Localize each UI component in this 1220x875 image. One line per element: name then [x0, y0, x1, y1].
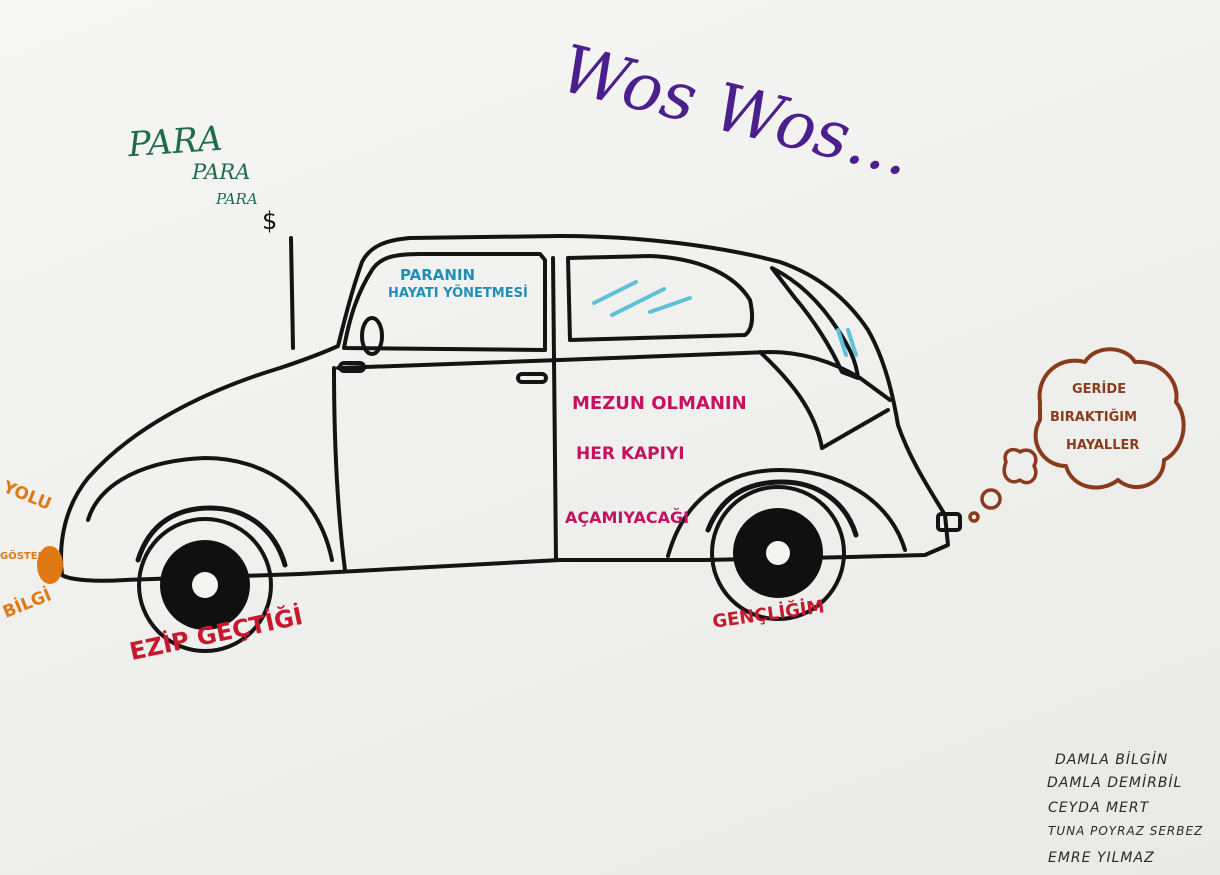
- car-antenna: [289, 236, 295, 350]
- front-window-outline: [342, 252, 547, 352]
- car-body-outline: [59, 234, 950, 583]
- cloud-line-1: GERİDE: [1072, 382, 1127, 397]
- dollar-icon: $: [262, 207, 278, 235]
- door-text-2: HER KAPIYI: [576, 444, 685, 464]
- author-name: CEYDA MERT: [1048, 800, 1150, 816]
- glass-stripes: [592, 280, 858, 357]
- money-line-1: PARA: [126, 118, 224, 166]
- money-line-3: PARA: [216, 190, 258, 208]
- front-door-line: [332, 366, 347, 572]
- rear-door-line: [758, 350, 824, 450]
- front-word-2: GÖSTEREN: [0, 551, 61, 562]
- belt-line: [336, 350, 892, 402]
- author-name: DAMLA DEMİRBİL: [1047, 775, 1183, 791]
- author-name: EMRE YILMAZ: [1048, 850, 1155, 866]
- rear-bumper: [936, 512, 962, 532]
- rear-trim-line: [820, 408, 890, 450]
- rear-fender: [666, 468, 907, 558]
- poster-title: Wos Wos...: [553, 30, 919, 230]
- door-text-1: MEZUN OLMANIN: [572, 393, 747, 414]
- title-text: Wos Wos...: [553, 30, 920, 192]
- author-name: DAMLA BİLGİN: [1055, 752, 1169, 768]
- window-text-2: HAYATI YÖNETMESİ: [388, 286, 528, 301]
- cloud-line-3: HAYALLER: [1066, 438, 1140, 453]
- front-wheel: [135, 505, 288, 653]
- b-pillar-line: [551, 256, 558, 562]
- steering-wheel: [360, 316, 384, 356]
- author-name: TUNA POYRAZ SERBEZ: [1048, 824, 1204, 838]
- door-text-3: AÇAMIYACAĞI: [565, 508, 690, 527]
- money-line-2: PARA: [192, 160, 251, 184]
- headlight: [37, 546, 63, 584]
- rear-door-handle: [516, 372, 548, 384]
- rear-quarter-window: [770, 266, 860, 380]
- exhaust-puffs: [968, 447, 1038, 523]
- rear-window-outline: [566, 254, 755, 342]
- cloud-line-2: BIRAKTIĞIM: [1050, 410, 1138, 425]
- front-door-handle: [338, 361, 366, 373]
- front-fender: [86, 456, 334, 562]
- rear-wheel: [705, 479, 859, 621]
- exhaust-cloud: [1033, 347, 1186, 490]
- window-text-1: PARANIN: [400, 266, 476, 284]
